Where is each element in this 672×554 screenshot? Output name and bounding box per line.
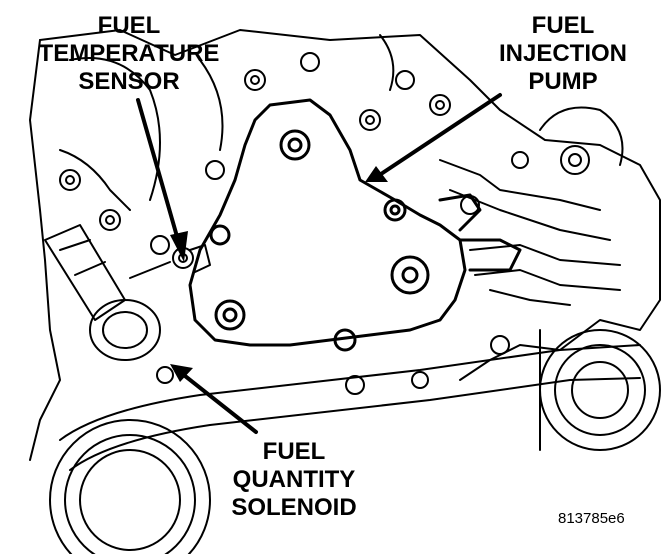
label-fuel-quantity-solenoid: FUEL QUANTITY SOLENOID (226, 438, 362, 522)
drive-belt-and-pulleys (49, 329, 661, 554)
label-line: PUMP (528, 68, 598, 95)
label-fuel-temperature-sensor: FUEL TEMPERATURE SENSOR (36, 12, 222, 96)
label-line: FUEL (97, 12, 161, 39)
fuel-temperature-sensor (129, 244, 211, 279)
label-line: FUEL (262, 438, 326, 465)
label-line: FUEL (531, 12, 595, 39)
arrowhead-fuel-temperature-sensor (170, 231, 188, 262)
fuel-injection-pump-body (188, 98, 522, 352)
label-fuel-injection-pump: FUEL INJECTION PUMP (488, 12, 638, 96)
arrowhead-fuel-quantity-solenoid (170, 364, 193, 382)
fuel-quantity-solenoid (44, 224, 174, 384)
label-line: SOLENOID (231, 494, 357, 521)
arrow-fuel-injection-pump (373, 93, 502, 180)
arrowhead-fuel-injection-pump (365, 166, 388, 182)
arrow-fuel-temperature-sensor (136, 98, 180, 242)
label-line: TEMPERATURE (38, 40, 220, 67)
label-line: SENSOR (78, 68, 180, 95)
leader-arrows (136, 93, 502, 434)
label-line: INJECTION (498, 40, 627, 67)
label-line: QUANTITY (232, 466, 356, 493)
figure-id: 813785e6 (558, 510, 625, 527)
arrow-fuel-quantity-solenoid (178, 370, 258, 434)
